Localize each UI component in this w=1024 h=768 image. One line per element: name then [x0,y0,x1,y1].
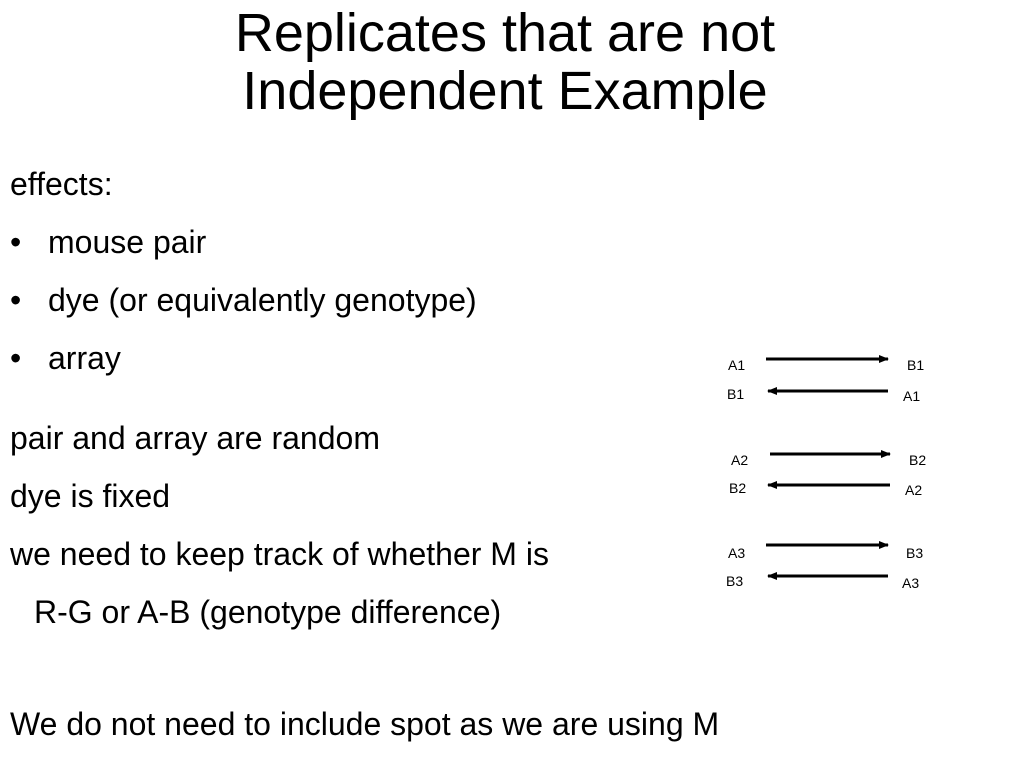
label-pair3-bottom-left: B3 [726,573,744,589]
bullet-glyph: • [10,282,22,318]
slide-title-line-1: Replicates that are not [234,3,776,63]
label-pair2-bottom-left: B2 [729,480,747,496]
bullet-text: array [48,340,121,376]
label-pair2-top-left: A2 [731,452,749,468]
note-fixed-effect: dye is fixed [10,478,171,514]
label-pair3-top-left: A3 [728,545,746,561]
label-pair1-bottom-left: B1 [727,386,745,402]
label-pair1-top-left: A1 [728,357,746,373]
label-pair3-bottom-right: A3 [902,575,920,591]
bullet-text: dye (or equivalently genotype) [48,282,477,318]
effects-heading: effects: [10,166,113,202]
slide-title: Replicates that are not Independent Exam… [0,0,1010,120]
slide-title-line-2: Independent Example [242,61,768,121]
note-random-effects: pair and array are random [10,420,380,456]
dye-swap-diagram: A1 B1 B1 A1 A2 B2 B2 A2 A3 B3 B3 A3 [700,340,960,600]
label-pair1-bottom-right: A1 [903,388,921,404]
bullet-text: mouse pair [48,224,207,260]
bullet-glyph: • [10,224,22,260]
note-genotype-difference: R-G or A-B (genotype difference) [34,594,502,630]
bullet-glyph: • [10,340,22,376]
label-pair1-top-right: B1 [907,357,925,373]
conclusion-text: We do not need to include spot as we are… [10,706,720,742]
dye-swap-arrows [766,355,891,580]
label-pair2-bottom-right: A2 [905,482,923,498]
label-pair3-top-right: B3 [906,545,924,561]
label-pair2-top-right: B2 [909,452,927,468]
note-track-m: we need to keep track of whether M is [10,536,549,572]
